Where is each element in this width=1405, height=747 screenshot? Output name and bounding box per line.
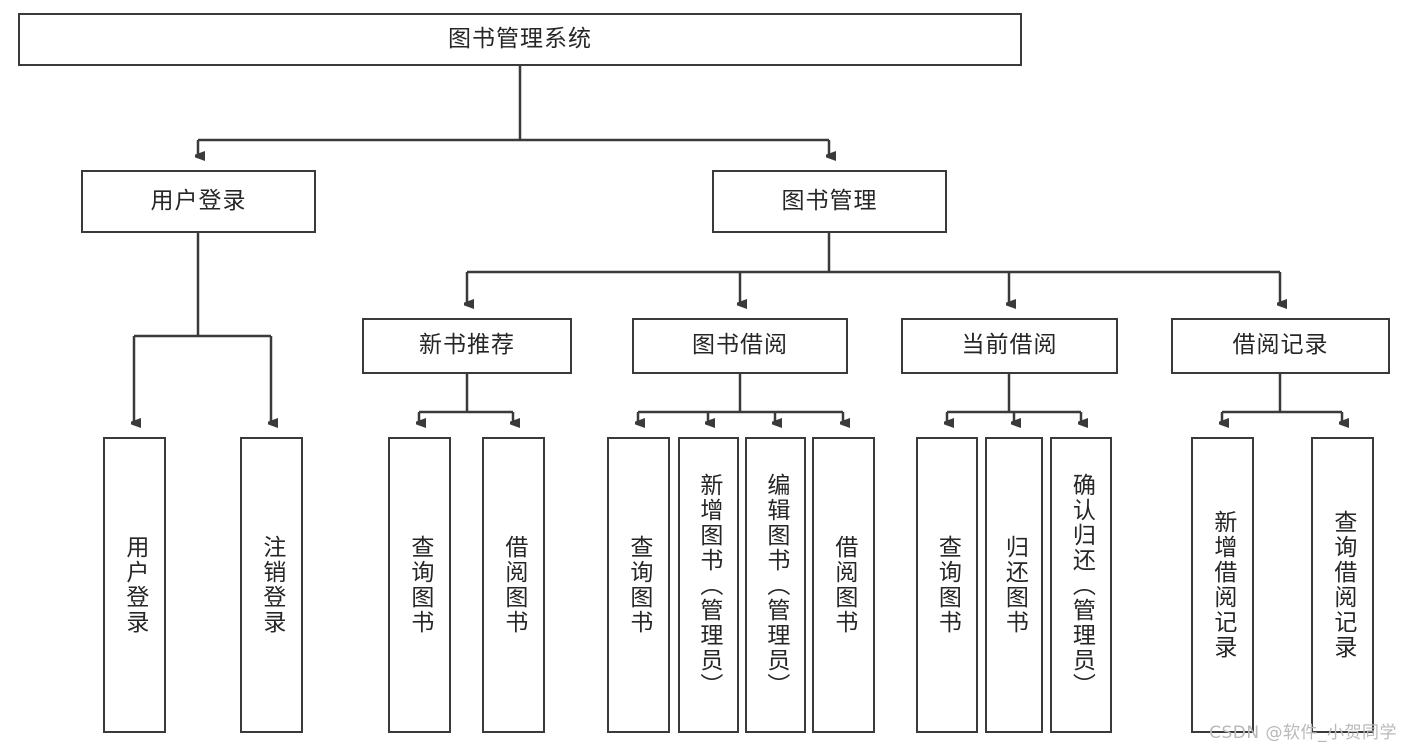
node-leaf-user-logout[interactable]: 注销登录 [240,437,303,733]
node-leaf-add-book[interactable]: 新增图书（管理员） [678,437,739,733]
node-current-borrow[interactable]: 当前借阅 [901,318,1118,374]
node-leaf-query-book-cur-label: 查询图书 [934,535,961,635]
node-leaf-query-book-rec-label: 查询图书 [406,535,433,635]
node-root-label: 图书管理系统 [448,25,592,52]
node-leaf-query-book-cur[interactable]: 查询图书 [916,437,978,733]
node-user-login[interactable]: 用户登录 [81,170,316,233]
node-book-manage[interactable]: 图书管理 [712,170,947,233]
node-current-borrow-label: 当前借阅 [961,332,1058,359]
node-leaf-borrow-book-bor[interactable]: 借阅图书 [812,437,875,733]
node-leaf-add-book-label: 新增图书（管理员） [695,472,722,698]
node-leaf-borrow-book-rec-label: 借阅图书 [500,535,527,635]
node-borrow-record-label: 借阅记录 [1232,332,1329,359]
node-leaf-borrow-book-bor-label: 借阅图书 [830,535,857,635]
node-leaf-confirm-return-label: 确认归还（管理员） [1068,472,1095,698]
node-leaf-add-record[interactable]: 新增借阅记录 [1191,437,1254,733]
node-leaf-return-book-label: 归还图书 [1001,535,1028,635]
node-leaf-user-logout-label: 注销登录 [258,535,285,635]
node-leaf-query-record-label: 查询借阅记录 [1329,510,1356,660]
node-leaf-user-login-label: 用户登录 [121,535,148,635]
node-user-login-label: 用户登录 [150,187,247,214]
node-book-borrow[interactable]: 图书借阅 [632,318,848,374]
node-new-book-rec-label: 新书推荐 [419,332,515,359]
node-leaf-return-book[interactable]: 归还图书 [985,437,1043,733]
node-leaf-add-record-label: 新增借阅记录 [1209,510,1236,660]
node-book-borrow-label: 图书借阅 [692,332,788,359]
node-leaf-edit-book[interactable]: 编辑图书（管理员） [745,437,806,733]
node-new-book-rec[interactable]: 新书推荐 [362,318,572,374]
node-leaf-query-book-rec[interactable]: 查询图书 [388,437,451,733]
node-leaf-confirm-return[interactable]: 确认归还（管理员） [1050,437,1112,733]
node-borrow-record[interactable]: 借阅记录 [1171,318,1390,374]
csdn-watermark: CSDN @软件_小贺同学 [1209,723,1397,743]
node-book-manage-label: 图书管理 [781,187,878,214]
node-leaf-query-record[interactable]: 查询借阅记录 [1311,437,1374,733]
node-leaf-borrow-book-rec[interactable]: 借阅图书 [482,437,545,733]
node-leaf-edit-book-label: 编辑图书（管理员） [762,472,789,698]
node-leaf-user-login[interactable]: 用户登录 [103,437,166,733]
node-root[interactable]: 图书管理系统 [18,13,1022,66]
node-leaf-query-book-bor-label: 查询图书 [625,535,652,635]
node-leaf-query-book-bor[interactable]: 查询图书 [607,437,670,733]
